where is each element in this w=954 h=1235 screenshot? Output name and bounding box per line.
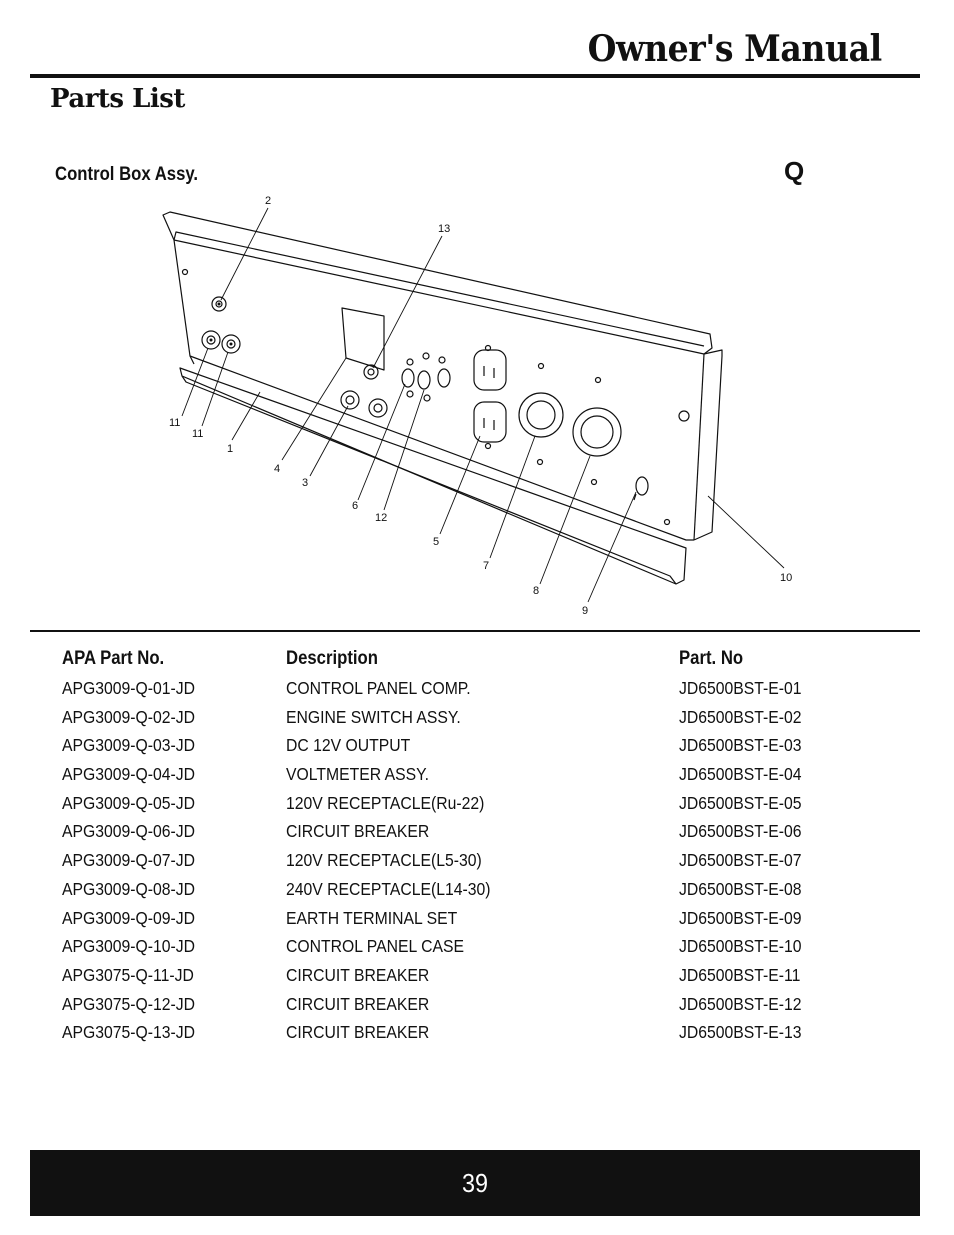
- table-row: APG3009-Q-10-JD CONTROL PANEL CASE JD6500B…: [0, 936, 954, 965]
- cell-description: DC 12V OUTPUT: [286, 735, 411, 756]
- cell-description: CIRCUIT BREAKER: [286, 1022, 430, 1043]
- cell-part-no: JD6500BST-E-07: [679, 850, 802, 871]
- table-row: APG3009-Q-09-JD EARTH TERMINAL SET JD6500B…: [0, 908, 954, 937]
- cell-description: CIRCUIT BREAKER: [286, 821, 430, 842]
- cell-description: EARTH TERMINAL SET: [286, 907, 458, 928]
- callout-5: 5: [433, 536, 439, 548]
- cell-part-no: JD6500BST-E-03: [679, 735, 802, 756]
- callout-7: 7: [483, 560, 489, 572]
- cell-description: CONTROL PANEL COMP.: [286, 678, 471, 698]
- callout-10: 10: [780, 572, 792, 584]
- cell-part-no: JD6500BST-E-06: [679, 821, 802, 842]
- table-rule: [30, 630, 920, 632]
- table-row: APG3075-Q-12-JD CIRCUIT BREAKER JD6500BST-…: [0, 994, 954, 1023]
- header-apa-part-no: APA Part No.: [62, 648, 165, 669]
- section-title: Parts List: [50, 84, 185, 114]
- cell-part-no: JD6500BST-E-04: [679, 764, 802, 785]
- header-part-no: Part. No: [679, 648, 744, 669]
- table-row: APG3009-Q-04-JD VOLTMETER ASSY. JD6500BST-…: [0, 764, 954, 793]
- cell-apa-part-no: APG3075-Q-13-JD: [62, 1022, 196, 1043]
- table-row: APG3009-Q-08-JD 240V RECEPTACLE(L14-30) JD…: [0, 879, 954, 908]
- cell-part-no: JD6500BST-E-01: [679, 678, 802, 698]
- callout-8: 8: [533, 585, 539, 597]
- cell-part-no: JD6500BST-E-11: [679, 964, 801, 985]
- parts-table: APG3009-Q-01-JD CONTROL PANEL COMP. JD6500…: [0, 678, 954, 1051]
- cell-part-no: JD6500BST-E-08: [679, 878, 802, 899]
- callout-12: 12: [375, 512, 387, 524]
- section-code: Q: [784, 156, 805, 186]
- callout-9: 9: [582, 605, 588, 617]
- cell-description: 120V RECEPTACLE(L5-30): [286, 850, 482, 871]
- table-row: APG3009-Q-05-JD 120V RECEPTACLE(Ru-22) JD6…: [0, 793, 954, 822]
- cell-apa-part-no: APG3075-Q-11-JD: [62, 964, 194, 985]
- cell-apa-part-no: APG3075-Q-12-JD: [62, 993, 196, 1014]
- callout-4: 4: [274, 463, 280, 475]
- table-row: APG3009-Q-07-JD 120V RECEPTACLE(L5-30) JD6…: [0, 850, 954, 879]
- cell-description: CIRCUIT BREAKER: [286, 964, 430, 985]
- callout-6: 6: [352, 500, 358, 512]
- header-rule: [30, 74, 920, 78]
- manual-title: Owner's Manual: [587, 28, 883, 70]
- cell-apa-part-no: APG3009-Q-08-JD: [62, 878, 196, 899]
- cell-description: VOLTMETER ASSY.: [286, 764, 429, 785]
- table-row: APG3009-Q-06-JD CIRCUIT BREAKER JD6500BST-…: [0, 821, 954, 850]
- cell-description: CIRCUIT BREAKER: [286, 993, 430, 1014]
- cell-apa-part-no: APG3009-Q-04-JD: [62, 764, 196, 785]
- cell-description: CONTROL PANEL CASE: [286, 936, 464, 957]
- cell-part-no: JD6500BST-E-12: [679, 993, 802, 1014]
- cell-part-no: JD6500BST-E-09: [679, 907, 802, 928]
- cell-apa-part-no: APG3009-Q-07-JD: [62, 850, 196, 871]
- callout-2: 2: [265, 195, 271, 207]
- cell-apa-part-no: APG3009-Q-02-JD: [62, 706, 196, 727]
- callout-1: 1: [227, 443, 233, 455]
- cell-apa-part-no: APG3009-Q-10-JD: [62, 936, 196, 957]
- table-row: APG3075-Q-11-JD CIRCUIT BREAKER JD6500BST-…: [0, 965, 954, 994]
- table-row: APG3009-Q-02-JD ENGINE SWITCH ASSY. JD6500…: [0, 707, 954, 736]
- page-number: 39: [461, 1168, 489, 1198]
- cell-apa-part-no: APG3009-Q-03-JD: [62, 735, 196, 756]
- callout-13: 13: [438, 223, 450, 235]
- table-row: APG3009-Q-03-JD DC 12V OUTPUT JD6500BST-E-…: [0, 735, 954, 764]
- cell-apa-part-no: APG3009-Q-06-JD: [62, 821, 196, 842]
- cell-part-no: JD6500BST-E-05: [679, 792, 802, 813]
- cell-apa-part-no: APG3009-Q-05-JD: [62, 792, 196, 813]
- table-row: APG3075-Q-13-JD CIRCUIT BREAKER JD6500BST-…: [0, 1022, 954, 1051]
- cell-description: ENGINE SWITCH ASSY.: [286, 706, 461, 727]
- control-box-diagram: 2 13 11 11 1 4 3 6 12 5 7 8 9 10: [162, 195, 792, 617]
- assembly-title: Control Box Assy.: [55, 164, 199, 185]
- cell-part-no: JD6500BST-E-13: [679, 1022, 802, 1043]
- table-row: APG3009-Q-01-JD CONTROL PANEL COMP. JD6500…: [0, 678, 954, 707]
- cell-description: 240V RECEPTACLE(L14-30): [286, 878, 491, 899]
- callout-11b: 11: [192, 428, 203, 440]
- callout-11a: 11: [169, 417, 180, 429]
- cell-apa-part-no: APG3009-Q-01-JD: [62, 678, 196, 698]
- cell-part-no: JD6500BST-E-02: [679, 706, 802, 727]
- header-description: Description: [286, 648, 378, 669]
- footer-bar: 39: [30, 1150, 920, 1216]
- cell-part-no: JD6500BST-E-10: [679, 936, 802, 957]
- cell-description: 120V RECEPTACLE(Ru-22): [286, 792, 485, 813]
- cell-apa-part-no: APG3009-Q-09-JD: [62, 907, 196, 928]
- callout-3: 3: [302, 477, 308, 489]
